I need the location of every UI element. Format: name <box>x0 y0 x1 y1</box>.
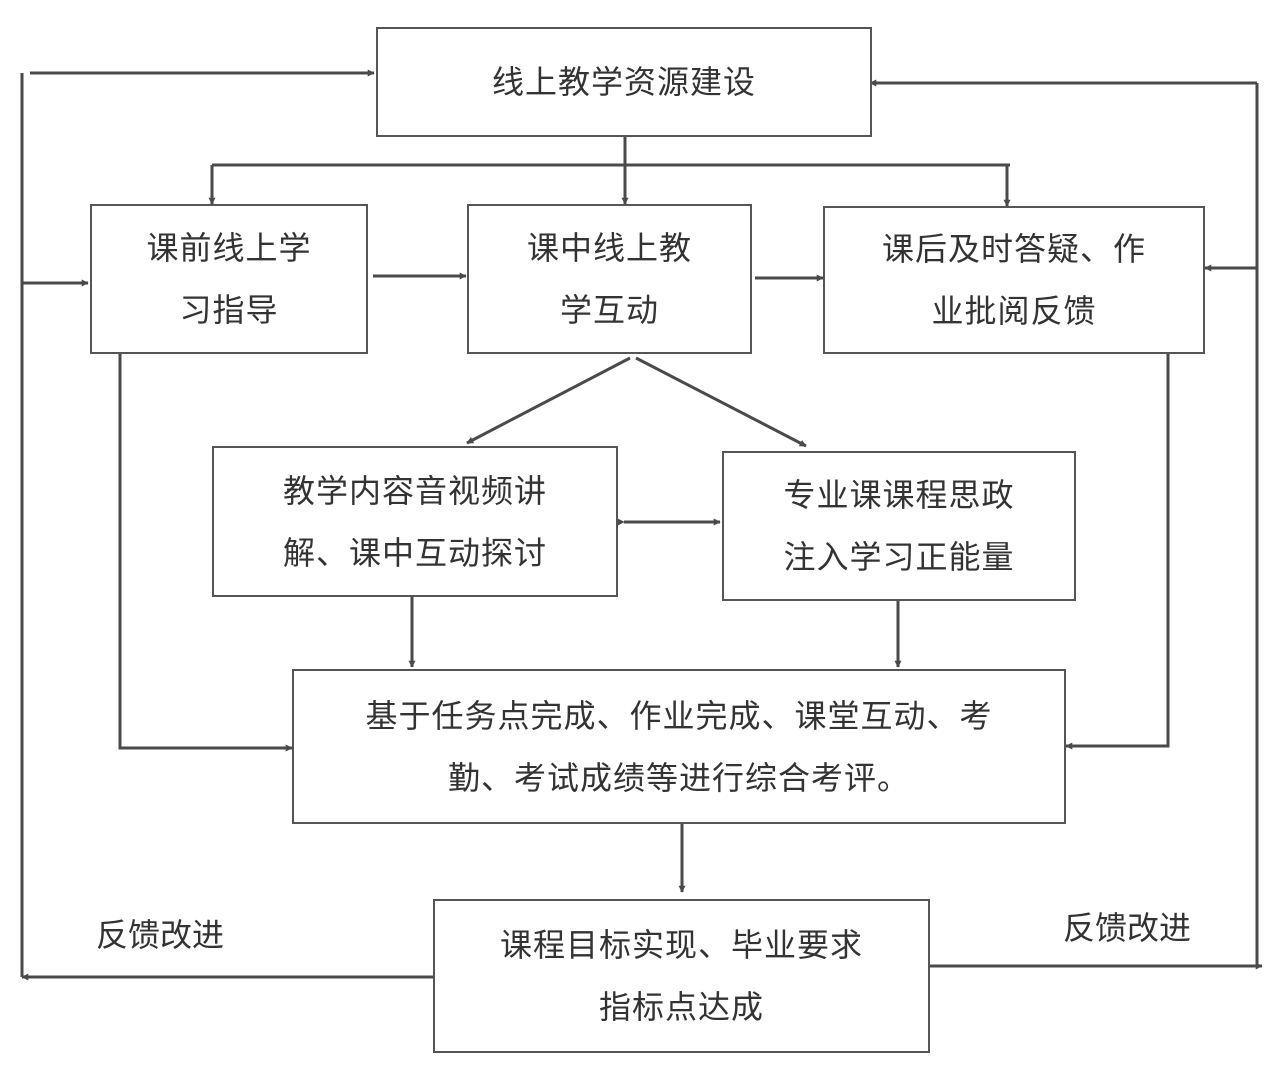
arrow-post-to-eval <box>1065 352 1170 750</box>
arrow-mid-to-av <box>466 356 631 445</box>
node-text-line: 解、课中互动探讨 <box>282 533 547 572</box>
node-av-lecture-discussion: 教学内容音视频讲解、课中互动探讨 <box>212 446 618 597</box>
node-ideological-education: 专业课课程思政注入学习正能量 <box>722 451 1076 601</box>
node-goal-achievement: 课程目标实现、毕业要求指标点达成 <box>433 899 930 1053</box>
node-text-line: 学互动 <box>559 291 659 329</box>
node-text-line: 指标点达成 <box>598 988 764 1026</box>
node-after-class-feedback: 课后及时答疑、作业批阅反馈 <box>823 206 1205 354</box>
node-text-line: 线上教学资源建设 <box>491 63 756 101</box>
node-text-line: 专业课课程思政 <box>783 476 1015 514</box>
node-text-line: 课中线上教 <box>526 229 692 267</box>
arrow-mid-to-ideology <box>635 356 807 448</box>
node-text-line: 基于任务点完成、作业完成、课堂互动、考 <box>365 696 993 735</box>
node-text-line: 课后及时答疑、作 <box>881 230 1146 268</box>
node-text-line: 课前线上学 <box>146 229 312 267</box>
arrow-pre-to-eval <box>118 354 293 752</box>
label-feedback-left: 反馈改进 <box>96 916 225 954</box>
node-text-line: 习指导 <box>179 291 279 329</box>
node-online-resource-construction: 线上教学资源建设 <box>376 27 872 137</box>
label-feedback-right: 反馈改进 <box>1063 909 1192 947</box>
node-text-line: 勤、考试成绩等进行综合考评。 <box>447 758 910 797</box>
node-text-line: 业批阅反馈 <box>931 292 1097 330</box>
node-in-class-interaction: 课中线上教学互动 <box>467 204 752 354</box>
node-pre-class-guidance: 课前线上学习指导 <box>90 204 368 354</box>
node-text-line: 课程目标实现、毕业要求 <box>499 926 863 964</box>
node-text-line: 教学内容音视频讲 <box>282 471 547 510</box>
node-text-line: 注入学习正能量 <box>783 538 1015 576</box>
node-comprehensive-evaluation: 基于任务点完成、作业完成、课堂互动、考勤、考试成绩等进行综合考评。 <box>292 669 1066 824</box>
